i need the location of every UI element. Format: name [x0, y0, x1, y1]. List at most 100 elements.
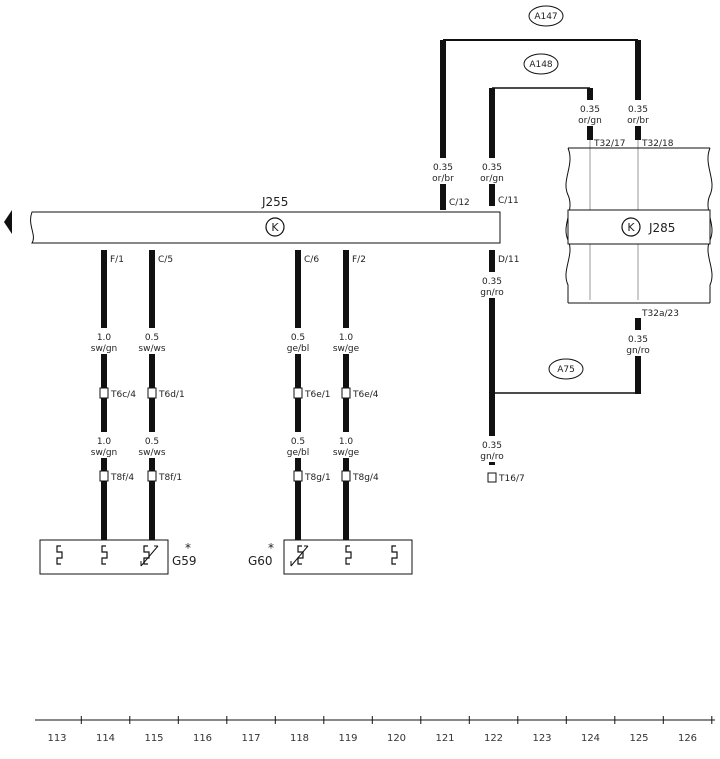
terminal-t6e-4: T6e/4	[341, 387, 379, 400]
svg-text:1.0: 1.0	[339, 437, 354, 447]
wire-label-118b: 0.5 ge/bl	[281, 432, 315, 458]
svg-text:T6c/4: T6c/4	[110, 390, 136, 400]
wire-label-124: 0.35 or/gn	[573, 100, 607, 126]
wire-label-125b: 0.35 gn/ro	[621, 330, 655, 356]
svg-text:gn/ro: gn/ro	[480, 288, 504, 298]
svg-text:0.35: 0.35	[482, 277, 502, 287]
svg-text:0.5: 0.5	[291, 333, 305, 343]
svg-text:sw/ws: sw/ws	[138, 448, 165, 458]
svg-text:T6d/1: T6d/1	[158, 390, 185, 400]
svg-text:sw/gn: sw/gn	[91, 448, 118, 458]
k-line-glyph: K	[627, 221, 635, 234]
wire-label-118a: 0.5 ge/bl	[281, 328, 315, 354]
component-j285[interactable]: K J285	[565, 147, 713, 304]
wire-label-122: 0.35 or/gn	[475, 158, 509, 184]
component-j255-label: J255	[261, 195, 288, 209]
grid-label: 121	[435, 733, 454, 744]
wire-121-top	[440, 40, 446, 210]
variable-resistor-icon	[140, 545, 159, 567]
svg-text:T8f/4: T8f/4	[110, 473, 134, 483]
k-line-icon	[621, 217, 641, 237]
wire-125-top	[635, 40, 641, 140]
connector-a75-label: A75	[557, 365, 575, 375]
svg-text:0.35: 0.35	[580, 105, 600, 115]
heater-element-icon	[56, 545, 63, 565]
grid-label: 126	[678, 733, 697, 744]
svg-text:0.35: 0.35	[433, 163, 453, 173]
svg-text:ge/bl: ge/bl	[287, 344, 310, 354]
component-j255[interactable]: K J255	[4, 195, 501, 244]
terminal-t6e-1: T6e/1	[293, 387, 331, 400]
heater-element-icon	[391, 545, 398, 565]
wire-label-114b: 1.0 sw/gn	[87, 432, 121, 458]
wire-label-122b: 0.35 gn/ro	[475, 272, 509, 298]
svg-text:1.0: 1.0	[97, 333, 112, 343]
terminal-t8g-4: T8g/4	[341, 470, 379, 483]
svg-text:0.35: 0.35	[628, 335, 648, 345]
svg-text:0.35: 0.35	[628, 105, 648, 115]
svg-text:T8f/1: T8f/1	[158, 473, 182, 483]
k-line-icon	[265, 217, 285, 237]
grid-label: 123	[532, 733, 551, 744]
svg-text:0.5: 0.5	[145, 437, 159, 447]
wire-label-119a: 1.0 sw/ge	[329, 328, 363, 354]
grid-label: 118	[290, 733, 309, 744]
svg-text:or/br: or/br	[432, 174, 454, 184]
svg-text:or/gn: or/gn	[578, 116, 602, 126]
connector-a147[interactable]: A147	[443, 5, 638, 41]
grid-label: 120	[387, 733, 406, 744]
grid-label: 117	[241, 733, 260, 744]
svg-text:sw/ge: sw/ge	[333, 448, 360, 458]
grid-label: 119	[338, 733, 357, 744]
grid-label: 113	[47, 733, 66, 744]
terminal-t6d-1: T6d/1	[147, 387, 185, 400]
svg-text:0.35: 0.35	[482, 163, 502, 173]
grid-label: 122	[484, 733, 503, 744]
variable-resistor-icon	[290, 545, 309, 567]
svg-text:sw/ws: sw/ws	[138, 344, 165, 354]
pin-c11: C/11	[498, 196, 519, 206]
heater-element-icon	[101, 545, 108, 565]
component-j285-label: J285	[648, 221, 675, 235]
grid-label: 124	[581, 733, 600, 744]
connector-a147-label: A147	[534, 12, 557, 22]
svg-text:1.0: 1.0	[339, 333, 354, 343]
connector-a148-label: A148	[529, 60, 553, 70]
svg-text:0.35: 0.35	[482, 441, 502, 451]
pin-c12: C/12	[449, 198, 470, 208]
terminal-t16-7: T16/7	[498, 474, 525, 484]
svg-text:or/br: or/br	[627, 116, 649, 126]
wire-label-122c: 0.35 gn/ro	[475, 436, 509, 462]
svg-text:sw/gn: sw/gn	[91, 344, 118, 354]
wire-label-115b: 0.5 sw/ws	[135, 432, 169, 458]
sensor-g60-label: G60	[248, 554, 273, 568]
k-line-glyph: K	[271, 221, 279, 234]
wire-label-119b: 1.0 sw/ge	[329, 432, 363, 458]
svg-text:ge/bl: ge/bl	[287, 448, 310, 458]
wire-label-114a: 1.0 sw/gn	[87, 328, 121, 354]
pin-f1: F/1	[110, 255, 124, 265]
sensor-g59[interactable]: G59 *	[39, 539, 197, 575]
pin-t32a-23: T32a/23	[641, 309, 679, 319]
continuation-arrow-icon	[4, 210, 12, 234]
grid-label: 114	[96, 733, 115, 744]
pin-c5: C/5	[158, 255, 173, 265]
pin-d11: D/11	[498, 255, 519, 265]
sensor-g60[interactable]: G60 *	[248, 539, 413, 575]
svg-text:0.5: 0.5	[291, 437, 305, 447]
wire-122-bottom	[489, 250, 495, 465]
sensor-g60-mark: *	[268, 541, 274, 555]
terminal-t8f-1: T8f/1	[147, 470, 182, 483]
heater-element-icon	[345, 545, 352, 565]
connector-a75[interactable]: A75	[492, 358, 638, 394]
wire-label-125: 0.35 or/br	[621, 100, 655, 126]
svg-text:T6e/1: T6e/1	[304, 390, 331, 400]
sensor-g59-mark: *	[185, 541, 191, 555]
connector-a148[interactable]: A148	[492, 53, 590, 89]
terminal-t6c-4: T6c/4	[99, 387, 136, 400]
terminal-t16-7-symbol	[487, 472, 497, 483]
svg-text:1.0: 1.0	[97, 437, 112, 447]
terminal-t8g-1: T8g/1	[293, 470, 331, 483]
